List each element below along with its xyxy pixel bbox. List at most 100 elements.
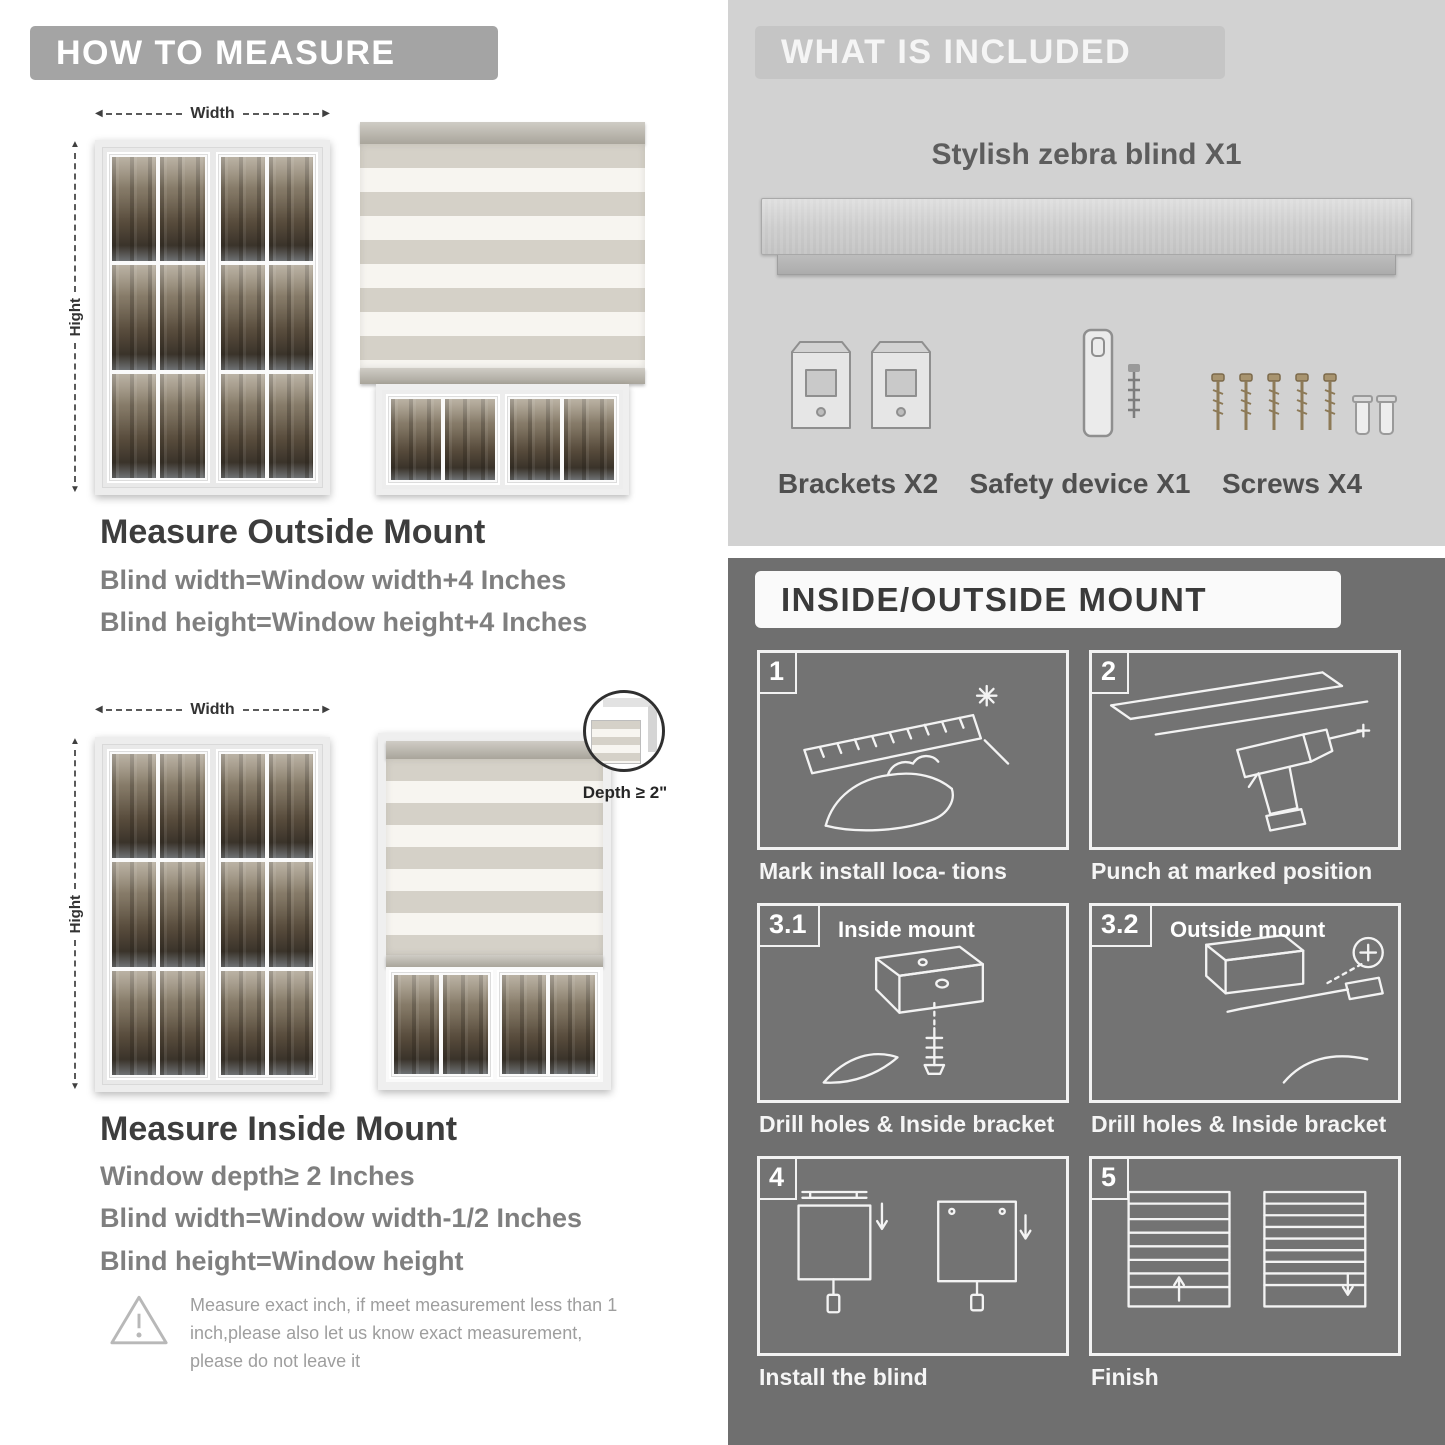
step-box-4: 4 [757,1156,1069,1356]
window-under-blind [386,967,603,1082]
window-pane [268,373,313,478]
measure-line [242,113,320,115]
item-label-screws: Screws X4 [1221,468,1363,499]
zebra-blind-inside-illustration [378,733,611,1090]
window-under-blind [376,384,629,495]
window-pane [268,970,313,1075]
step-caption: Drill holes & Inside bracket [759,1111,1055,1137]
window-pane [220,265,265,370]
window-pane [160,862,205,967]
window-pane [220,754,265,859]
window-pane [220,970,265,1075]
step-number: 3.1 [760,906,820,947]
width-measure: ◀ Width ▶ [95,700,330,720]
blind-bottomrail [360,368,645,384]
window-pane [220,157,265,262]
outside-mount-formula-height: Blind height=Window height+4 Inches [100,607,588,637]
measure-warning: Measure exact inch, if meet measurement … [108,1292,633,1376]
arrow-down-icon: ▼ [70,484,80,496]
height-measure: ▲ Hight ▼ [64,140,86,495]
inside-mount-title: Measure Inside Mount [100,1110,458,1148]
window-frame-corner [603,698,657,752]
mount-header: INSIDE/OUTSIDE MOUNT [755,571,1341,628]
height-label: Hight [66,895,84,934]
window-sash [386,394,500,485]
what-is-included-header: WHAT IS INCLUDED [755,26,1225,79]
zebra-blind-outside-illustration [360,122,645,495]
measure-line [74,153,76,293]
window-pane [501,975,547,1074]
blind-stripes [360,144,645,368]
window-pane [268,862,313,967]
safety-device-icon [1082,328,1140,438]
step-label: Inside mount [838,917,975,942]
step-caption: Install the blind [759,1364,928,1390]
window-pane [510,399,560,480]
mount-panel: INSIDE/OUTSIDE MOUNT 1 [728,558,1445,1445]
step-caption: Drill holes & Inside bracket [1091,1111,1387,1137]
inside-mount-formula-depth: Window depth≥ 2 Inches [100,1161,415,1191]
measure-line [74,342,76,483]
width-label: Width [190,105,235,122]
window-sash [496,970,600,1079]
brackets-icon [791,341,931,429]
window-pane [112,265,157,370]
mark-locations-illustration [803,684,1010,832]
window-pane [550,975,595,1074]
step-number: 5 [1092,1159,1130,1200]
window-pane [112,373,157,478]
step-label: Outside mount [1170,917,1326,942]
install-blind-illustration [797,1190,1032,1314]
arrow-right-icon: ▶ [322,704,330,715]
width-measure: ◀ Width ▶ [95,104,330,124]
outside-mount-formula-width: Blind width=Window width+4 Inches [100,565,567,595]
window-pane [394,975,439,1074]
inside-bracket-illustration [822,945,985,1084]
blind-headrail-lip [777,255,1396,275]
how-to-measure-header: HOW TO MEASURE [30,26,498,80]
drill-illustration [1109,671,1371,832]
window-sash [215,749,318,1080]
arrow-up-icon: ▲ [70,736,80,747]
window-pane [112,970,157,1075]
depth-callout-circle [583,690,665,772]
step-number: 2 [1092,653,1130,694]
blind-headrail-illustration [761,198,1412,255]
window-pane [160,373,205,478]
window-pane [564,399,614,480]
window-pane [160,970,205,1075]
screws-icon [1211,373,1397,435]
window-pane [442,975,488,1074]
warning-text: Measure exact inch, if meet measurement … [190,1295,618,1371]
window-sash [505,394,619,485]
window-pane [268,265,313,370]
product-label: Stylish zebra blind X1 [931,138,1242,171]
step-box-1: 1 [757,650,1069,850]
step-box-5: 5 [1089,1156,1401,1356]
finish-illustration [1127,1190,1367,1308]
arrow-up-icon: ▲ [70,139,80,150]
step-caption: Mark install loca- tions [759,858,1007,884]
window-pane [160,754,205,859]
depth-label: Depth ≥ 2" [582,783,668,802]
blind-corner [591,720,641,764]
window-pane [220,373,265,478]
blind-headrail [360,122,645,144]
blind-headrail [386,741,603,759]
warning-triangle-icon [110,1295,168,1345]
step-number: 1 [760,653,798,694]
blind-bottomrail [386,955,603,967]
inside-mount-formula-height: Blind height=Window height [100,1246,464,1276]
arrow-down-icon: ▼ [70,1081,80,1093]
window-sash [389,970,493,1079]
window-pane [268,754,313,859]
width-label: Width [190,701,235,718]
window-sash [107,749,210,1080]
window-pane [445,399,495,480]
window-pane [268,157,313,262]
window-sash [215,152,318,483]
measure-line [242,709,320,711]
step-box-3-2: 3.2 Outside mount [1089,903,1401,1103]
measure-line [74,750,76,890]
